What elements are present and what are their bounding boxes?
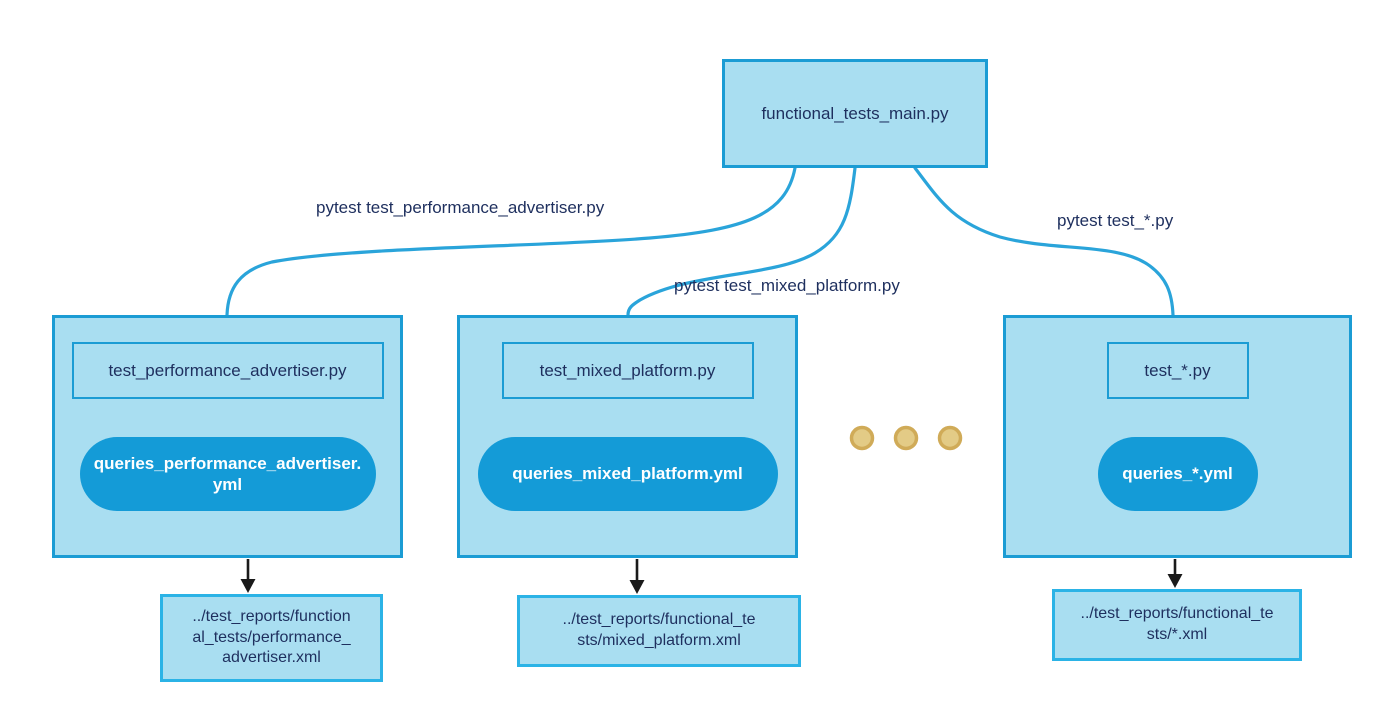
edge-label-mixed-platform: pytest test_mixed_platform.py	[674, 276, 900, 295]
test-file-label: test_mixed_platform.py	[539, 360, 716, 380]
ellipsis-dots	[849, 425, 963, 451]
edge-label-wildcard: pytest test_*.py	[1057, 211, 1174, 230]
queries-label: queries_*.yml	[1122, 464, 1233, 484]
output-path-label: ../test_reports/functional_tests/*.xml	[1080, 605, 1274, 643]
group-performance-advertiser: test_performance_advertiser.py queries_p…	[52, 315, 403, 558]
test-file-label: test_performance_advertiser.py	[108, 360, 347, 380]
edge-label-performance-advertiser: pytest test_performance_advertiser.py	[316, 198, 605, 217]
output-path-label: ../test_reports/functional_tests/mixed_p…	[562, 611, 756, 649]
down-arrow-1	[240, 559, 256, 593]
group-wildcard: test_*.py queries_*.yml	[1003, 315, 1352, 558]
down-arrow-2	[629, 559, 645, 594]
queries-pill-performance-advertiser: queries_performance_advertiser.yml	[79, 437, 376, 511]
output-box-wildcard: ../test_reports/functional_tests/*.xml	[1052, 589, 1302, 661]
queries-label: queries_mixed_platform.yml	[512, 464, 743, 484]
ellipsis-dot-2	[893, 425, 919, 451]
group-mixed-platform: test_mixed_platform.py queries_mixed_pla…	[457, 315, 798, 558]
test-file-label: test_*.py	[1144, 360, 1211, 380]
ellipsis-dot-1	[849, 425, 875, 451]
test-file-box-mixed-platform: test_mixed_platform.py	[501, 342, 754, 399]
node-functional-tests-main: functional_tests_main.py	[722, 59, 988, 168]
edge-curve-performance-advertiser	[225, 166, 797, 317]
ellipsis-dot-3	[937, 425, 963, 451]
queries-pill-mixed-platform: queries_mixed_platform.yml	[477, 437, 778, 511]
down-arrow-3	[1167, 559, 1183, 588]
queries-pill-wildcard: queries_*.yml	[1097, 437, 1258, 511]
edge-curve-wildcard	[913, 166, 1175, 317]
output-path-label: ../test_reports/functional_tests/perform…	[192, 607, 351, 667]
edge-curve-mixed-platform	[626, 166, 857, 317]
output-box-mixed-platform: ../test_reports/functional_tests/mixed_p…	[517, 595, 801, 667]
queries-label: queries_performance_advertiser.yml	[93, 453, 362, 494]
node-functional-tests-main-label: functional_tests_main.py	[761, 103, 949, 123]
test-file-box-wildcard: test_*.py	[1106, 342, 1249, 399]
output-box-performance-advertiser: ../test_reports/functional_tests/perform…	[160, 594, 383, 682]
test-file-box-performance-advertiser: test_performance_advertiser.py	[71, 342, 384, 399]
